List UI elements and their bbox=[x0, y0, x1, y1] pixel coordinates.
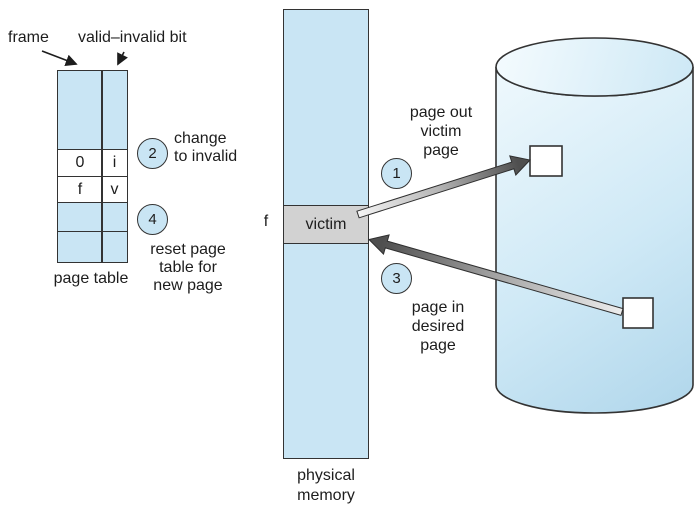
page-table: 0 i f v bbox=[57, 70, 128, 263]
page-table-caption: page table bbox=[53, 270, 129, 287]
step-3-badge: 3 bbox=[381, 263, 412, 294]
physical-memory-caption-line-2: memory bbox=[297, 487, 355, 504]
step-3-number: 3 bbox=[392, 270, 401, 287]
victim-frame-label: victim bbox=[305, 215, 347, 233]
frame-pointer-arrow bbox=[41, 50, 78, 66]
victim-entry-frame-cell: 0 bbox=[75, 154, 85, 171]
step-2-badge: 2 bbox=[137, 138, 168, 169]
step-1-line-3: page bbox=[423, 142, 459, 159]
page-table-row-empty-1 bbox=[58, 203, 127, 232]
step-3-line-1: page in bbox=[411, 299, 465, 316]
step-2-label: change to invalid bbox=[174, 130, 237, 166]
physical-memory-caption-line-1: physical bbox=[297, 467, 355, 484]
new-entry-frame-cell: f bbox=[77, 180, 83, 198]
page-table-row-empty-top bbox=[58, 71, 127, 150]
step-1-line-2: victim bbox=[420, 123, 462, 140]
step-2-line-1: change bbox=[174, 130, 227, 147]
step-3-line-2: desired bbox=[411, 318, 465, 335]
disk-block-victim-page bbox=[529, 145, 563, 177]
valid-invalid-pointer-arrow bbox=[117, 51, 128, 66]
step-4-line-1: reset page bbox=[150, 241, 226, 258]
new-entry-bit-cell: v bbox=[110, 180, 119, 198]
valid-invalid-bit-label: valid–invalid bit bbox=[78, 29, 187, 46]
frame-label: frame bbox=[8, 29, 49, 46]
physical-memory-caption: physical memory bbox=[276, 466, 376, 506]
victim-frame-row: victim bbox=[283, 205, 369, 244]
step-2-line-2: to invalid bbox=[174, 148, 238, 165]
page-table-row-empty-2 bbox=[58, 232, 127, 259]
step-3-line-3: page bbox=[420, 337, 456, 354]
step-4-badge: 4 bbox=[137, 204, 168, 235]
backing-store-cylinder-icon bbox=[495, 37, 694, 414]
step-4-number: 4 bbox=[148, 211, 157, 228]
step-1-badge: 1 bbox=[381, 158, 412, 189]
memory-frame-f-label: f bbox=[263, 213, 269, 230]
page-table-row-new-entry: f v bbox=[58, 177, 127, 203]
step-1-line-1: page out bbox=[409, 104, 473, 121]
victim-entry-bit-cell: i bbox=[112, 154, 117, 171]
step-4-line-3: new page bbox=[153, 277, 223, 294]
page-table-column-divider bbox=[101, 71, 103, 262]
page-table-row-victim-entry: 0 i bbox=[58, 150, 127, 177]
step-4-line-2: table for bbox=[159, 259, 217, 276]
step-4-label: reset page table for new page bbox=[139, 241, 237, 295]
step-1-label: page out victim page bbox=[399, 103, 483, 160]
step-3-label: page in desired page bbox=[396, 298, 480, 355]
disk-block-desired-page bbox=[622, 297, 654, 329]
step-1-number: 1 bbox=[392, 165, 401, 182]
step-2-number: 2 bbox=[148, 145, 157, 162]
